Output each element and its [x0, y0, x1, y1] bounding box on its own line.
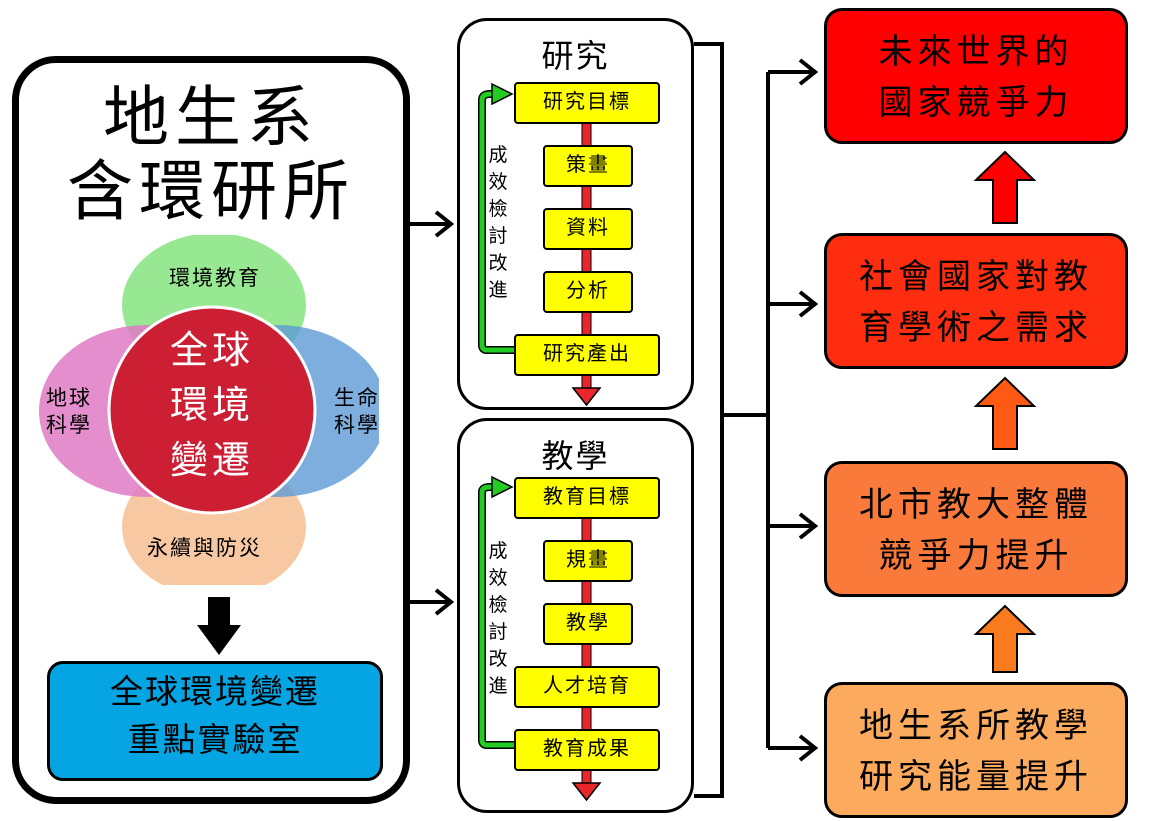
teaching-feedback-label: 成效檢討改進: [488, 540, 508, 697]
venn-center-circle: [107, 305, 317, 515]
up-arrow-icon: [973, 150, 1037, 224]
research-step-goal: 研究目標: [514, 82, 660, 124]
venn-label-environmental-education: 環境教育: [169, 266, 261, 290]
goal-box-department-capacity: 地生系所教學研究能量提升: [824, 682, 1128, 818]
research-title: 研究: [541, 37, 610, 75]
goal-box-university-competitiveness: 北市教大整體競爭力提升: [824, 461, 1128, 597]
research-venn-diagram: 環境教育 地球科學 生命科學 永續與防災 全球 環境 變遷: [39, 235, 379, 585]
goal-box-national-competitiveness: 未來世界的國家競爭力: [824, 8, 1128, 144]
global-change-lab-box: 全球環境變遷 重點實驗室: [47, 661, 383, 781]
up-arrow-icon: [973, 604, 1037, 673]
venn-label-sustainability: 永續與防災: [147, 536, 262, 560]
research-step-data: 資料: [543, 208, 633, 250]
teaching-step-planning: 規畫: [543, 540, 633, 582]
research-step-analysis: 分析: [543, 271, 633, 313]
research-step-planning: 策畫: [543, 145, 633, 187]
research-feedback-label: 成效檢討改進: [488, 144, 508, 301]
venn-label-life-science: 生命科學: [334, 386, 380, 438]
up-arrow-icon: [973, 376, 1037, 450]
research-step-output: 研究產出: [514, 334, 660, 376]
venn-label-earth-science: 地球科學: [46, 386, 92, 438]
department-title-line1: 地生系: [103, 79, 319, 156]
teaching-step-talent: 人才培育: [514, 666, 660, 708]
department-title-line2: 含環研所: [67, 153, 355, 230]
goal-box-social-demand: 社會國家對教育學術之需求: [824, 233, 1128, 369]
venn-center-global-change: 全球 環境 變遷: [169, 328, 254, 483]
teaching-step-teaching: 教學: [543, 603, 633, 645]
teaching-title: 教學: [541, 437, 610, 475]
teaching-step-result: 教育成果: [514, 729, 660, 771]
department-panel: 地生系 含環研所 環境教育 地球科學 生命科學 永續與防災 全球 環境 變遷 全…: [12, 56, 410, 804]
teaching-step-goal: 教育目標: [514, 477, 660, 519]
down-arrow-icon: [197, 597, 241, 655]
